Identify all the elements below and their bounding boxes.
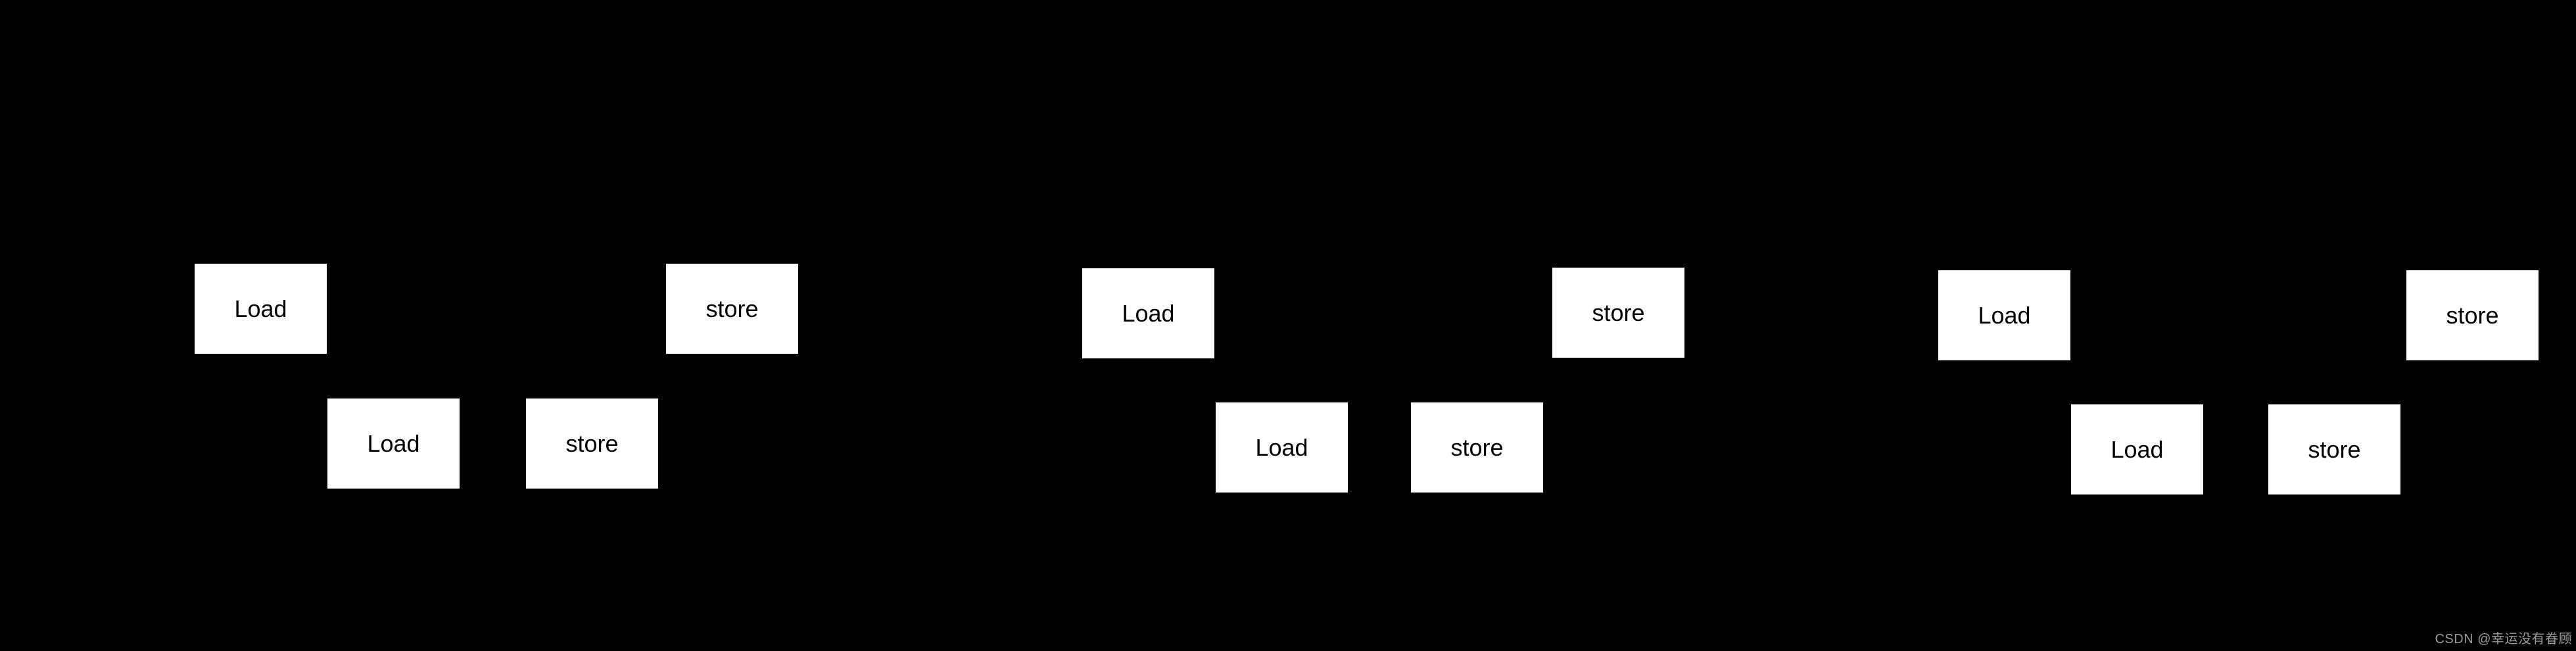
group2-load-bottom-box: Load (1216, 402, 1348, 493)
node-label: store (1450, 433, 1504, 461)
node-label: Load (367, 429, 420, 457)
node-label: Load (1122, 299, 1175, 327)
group3-store-bottom-box: store (2268, 404, 2400, 494)
node-label: Load (234, 295, 287, 322)
node-label: store (2446, 301, 2499, 329)
group2-store-bottom-box: store (1411, 402, 1543, 493)
group3-load-top-box: Load (1938, 270, 2070, 360)
node-label: store (2308, 435, 2361, 463)
group3-load-bottom-box: Load (2071, 404, 2203, 494)
group1-store-top-box: store (666, 264, 798, 354)
group3-store-top-box: store (2406, 270, 2539, 360)
node-label: Load (1255, 433, 1308, 461)
node-label: store (705, 295, 759, 322)
csdn-watermark: CSDN @幸运没有眷顾 (2435, 632, 2572, 646)
node-label: store (1592, 299, 1645, 326)
group2-store-top-box: store (1552, 268, 1684, 358)
group2-load-top-box: Load (1082, 268, 1214, 358)
node-label: Load (1978, 301, 2031, 329)
node-label: store (565, 429, 619, 457)
group1-store-bottom-box: store (526, 398, 658, 489)
group1-load-top-box: Load (195, 264, 327, 354)
group1-load-bottom-box: Load (327, 398, 460, 489)
node-label: Load (2111, 435, 2164, 463)
